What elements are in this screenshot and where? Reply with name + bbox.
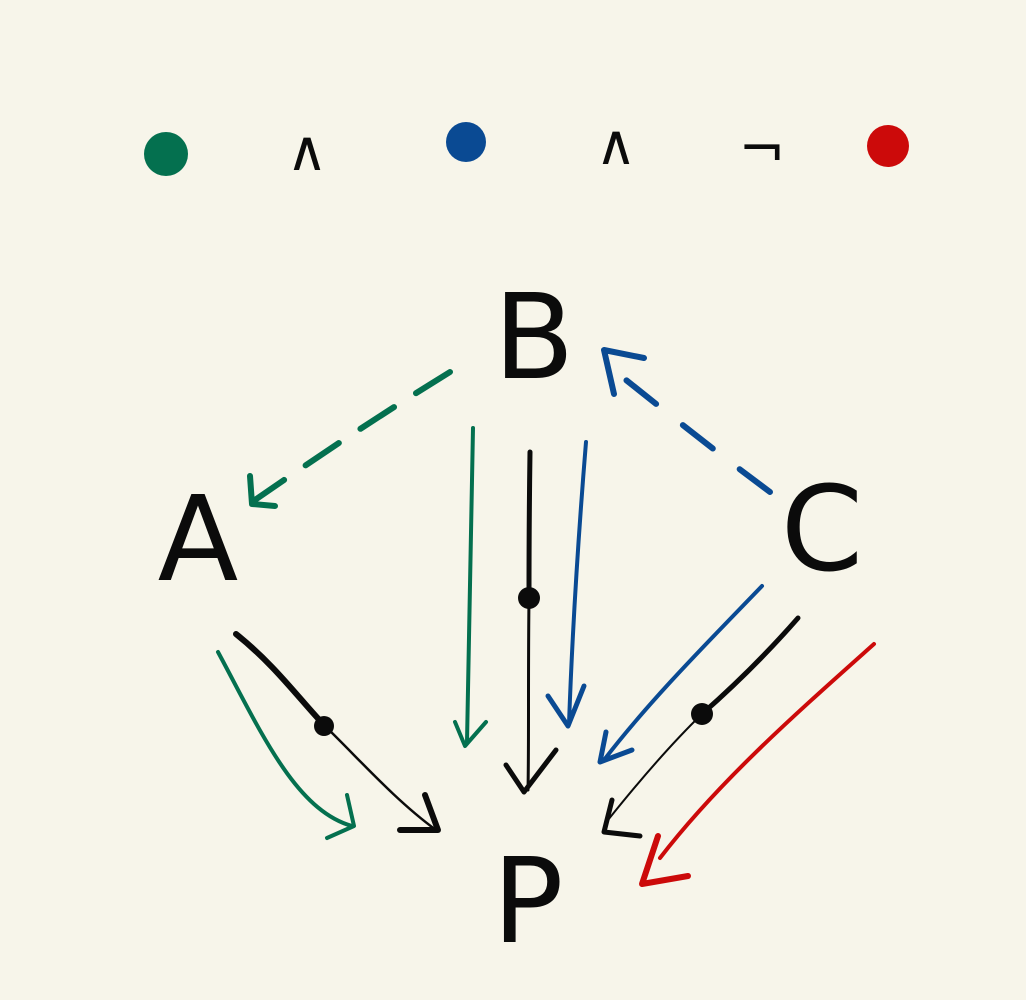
edge-b-to-p-blue: [545, 440, 588, 729]
node-p: P: [492, 832, 563, 970]
edge-b-to-p-black: [503, 449, 559, 795]
not-operator-icon: ¬: [739, 117, 786, 182]
edge-c-to-b: [601, 347, 773, 495]
red-dot-icon: [867, 125, 909, 167]
edge-c-to-p-blue: [597, 584, 764, 765]
node-b: B: [494, 268, 575, 406]
legend: ∧ ∧ ¬: [144, 113, 909, 184]
blue-dot-icon: [446, 122, 486, 162]
edge-a-to-p-green: [216, 650, 356, 840]
edges: [216, 347, 876, 887]
and-operator-icon: ∧: [596, 113, 637, 178]
edge-c-to-p-black: [601, 615, 801, 839]
green-dot-icon: [144, 132, 188, 176]
edge-marker-dot: [518, 587, 540, 609]
edge-b-to-p-green: [453, 426, 488, 748]
edge-a-to-p-black: [233, 631, 441, 833]
edge-marker-dot: [314, 716, 334, 736]
edge-c-to-p-red: [639, 642, 876, 887]
nodes: A B C P: [158, 268, 864, 970]
node-a: A: [158, 470, 239, 608]
edge-b-to-a: [247, 369, 453, 509]
edge-marker-dot: [691, 703, 713, 725]
and-operator-icon: ∧: [287, 119, 328, 184]
node-c: C: [781, 460, 863, 598]
